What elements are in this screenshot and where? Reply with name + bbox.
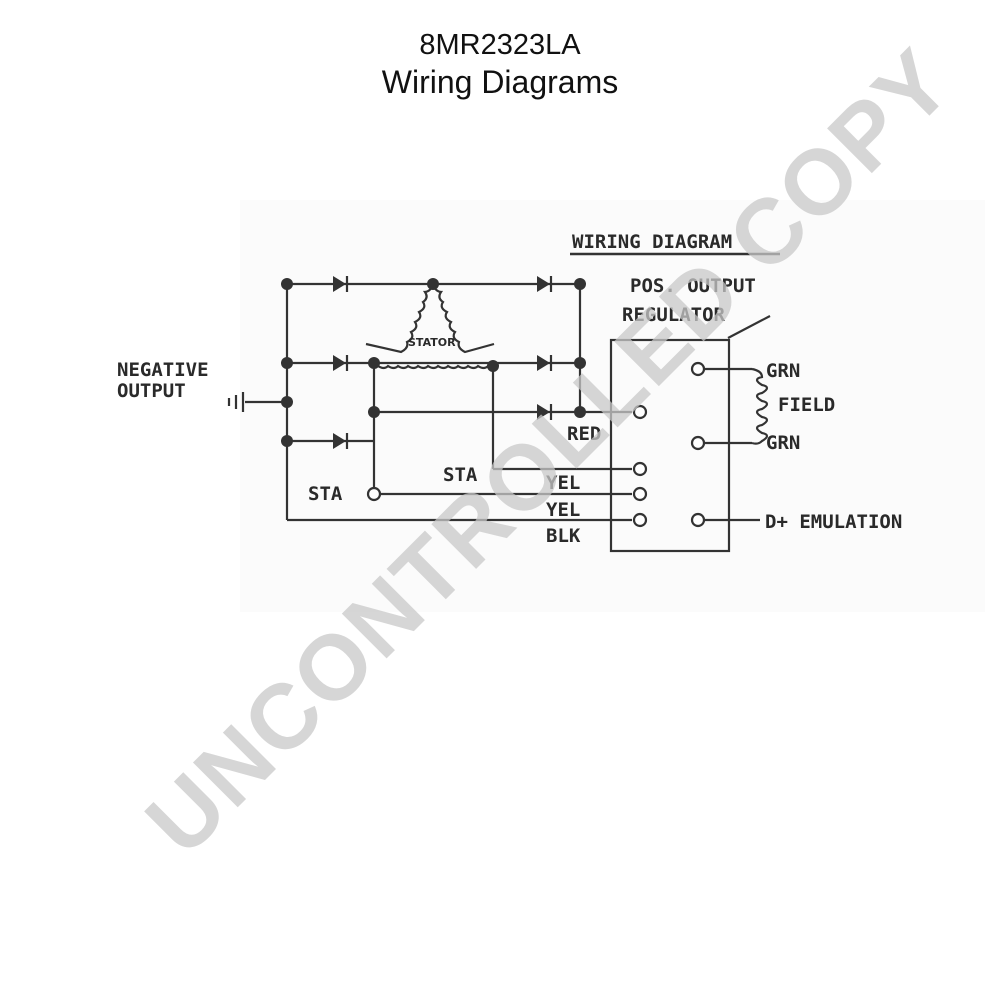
sta-mid-label: STA xyxy=(443,464,478,486)
page-title: Wiring Diagrams xyxy=(381,64,619,100)
diode-2 xyxy=(537,276,553,292)
diode-1 xyxy=(333,276,349,292)
stator-label: STATOR xyxy=(408,336,456,349)
negative-output-label-1: NEGATIVE xyxy=(117,359,209,381)
field-coil xyxy=(751,367,769,445)
stator-winding xyxy=(365,285,495,370)
regulator-left-terminals xyxy=(632,404,648,528)
d-plus-emulation-label: D+ EMULATION xyxy=(765,511,902,533)
negative-output-label-2: OUTPUT xyxy=(117,380,186,402)
diode-6 xyxy=(333,433,349,449)
field-label: FIELD xyxy=(778,394,835,416)
diagram-heading: WIRING DIAGRAM xyxy=(572,231,732,253)
pos-output-label: POS. OUTPUT xyxy=(630,275,756,297)
sta-terminal xyxy=(366,486,382,502)
red-label: RED xyxy=(567,423,601,445)
regulator-right-terminals xyxy=(690,361,760,528)
model-number: 8MR2323LA xyxy=(419,29,581,61)
diode-3 xyxy=(333,355,349,371)
diode-5 xyxy=(537,404,553,420)
ground-symbol xyxy=(227,392,287,412)
regulator-label: REGULATOR xyxy=(622,304,726,326)
scan-background xyxy=(240,200,985,612)
blk-label: BLK xyxy=(546,525,581,547)
yel-label-2: YEL xyxy=(546,499,580,521)
sta-left-label: STA xyxy=(308,483,343,505)
grn-top-label: GRN xyxy=(766,360,800,382)
yel-label-1: YEL xyxy=(546,472,580,494)
grn-bottom-label: GRN xyxy=(766,432,800,454)
regulator-arrow xyxy=(727,315,771,339)
regulator-box xyxy=(609,338,731,553)
diode-4 xyxy=(537,355,553,371)
page-header: 8MR2323LA Wiring Diagrams xyxy=(0,28,1000,102)
